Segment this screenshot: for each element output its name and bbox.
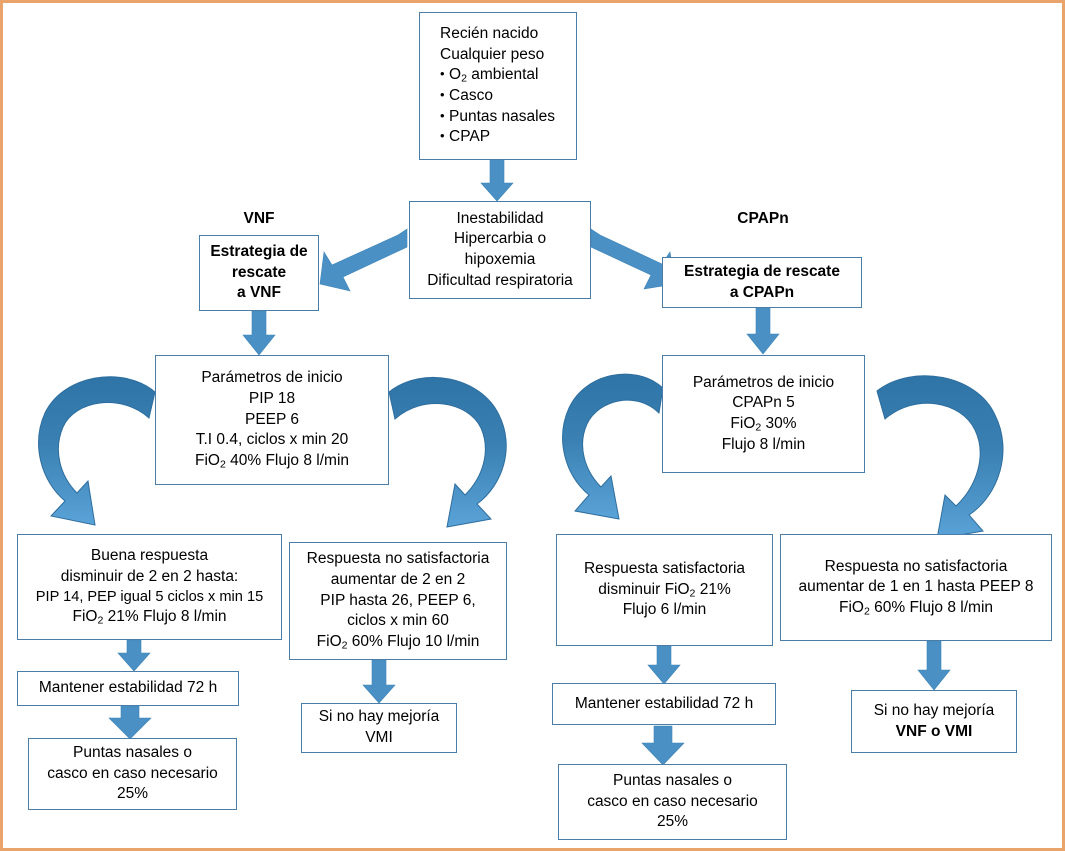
caption-cpapn: CPAPn	[737, 210, 789, 227]
start-bullet-cpap: CPAP	[440, 127, 570, 148]
no-improve-vnf-vmi-line-2: VNF o VMI	[895, 722, 973, 740]
rescue-cpapn-line-1: Estrategia de rescate	[684, 262, 840, 280]
node-bad-response-vnf[interactable]: Respuesta no satisfactoria aumentar de 2…	[289, 542, 507, 660]
good-vnf-line-4: FiO2 21% Flujo 8 l/min	[72, 608, 227, 627]
rescue-cpapn-line-2: a CPAPn	[729, 283, 795, 301]
stability-right-text: Mantener estabilidad 72 h	[574, 694, 754, 712]
arrow-start-to-decision	[480, 158, 514, 202]
arrow-bad-cpapn-to-vnf-vmi	[917, 640, 951, 691]
arrow-curve-params-vnf-to-bad	[388, 376, 507, 528]
params-vnf-line-5: FiO2 40% Flujo 8 l/min	[194, 451, 350, 471]
start-bullet-list: O2 ambiental Casco Puntas nasales CPAP	[426, 65, 570, 147]
bad-vnf-line-4: ciclos x min 60	[347, 612, 449, 630]
decision-line-2: Hipercarbia o	[453, 230, 547, 248]
stability-left-text: Mantener estabilidad 72 h	[38, 679, 218, 697]
params-vnf-line-3: PEEP 6	[244, 410, 299, 428]
node-params-vnf[interactable]: Parámetros de inicio PIP 18 PEEP 6 T.I 0…	[155, 355, 389, 485]
params-cpapn-line-3: FiO2 30%	[730, 415, 797, 434]
good-cpapn-line-3: Flujo 6 l/min	[622, 601, 707, 619]
params-vnf-line-2: PIP 18	[248, 390, 296, 408]
cannula-right-line-1: Puntas nasales o	[613, 772, 732, 790]
node-no-improve-vmi[interactable]: Si no hay mejoría VMI	[301, 703, 457, 753]
node-bad-response-cpapn[interactable]: Respuesta no satisfactoria aumentar de 1…	[780, 534, 1052, 641]
bad-cpapn-line-1: Respuesta no satisfactoria	[824, 557, 1008, 575]
start-bullet-casco: Casco	[440, 86, 570, 107]
good-vnf-line-2: disminuir de 2 en 2 hasta:	[60, 567, 239, 585]
params-cpapn-line-4: Flujo 8 l/min	[721, 435, 806, 453]
arrow-decision-to-vnf	[319, 228, 408, 292]
arrow-curve-params-vnf-to-good	[38, 376, 156, 526]
start-line-2: Cualquier peso	[440, 45, 545, 63]
good-cpapn-line-2: disminuir FiO2 21%	[598, 580, 731, 600]
arrow-vnf-to-params	[242, 310, 276, 356]
caption-vnf: VNF	[243, 210, 275, 227]
good-vnf-line-1: Buena respuesta	[90, 547, 209, 565]
cannula-right-line-2: casco en caso necesario	[587, 792, 758, 810]
node-start[interactable]: Recién nacido Cualquier peso O2 ambienta…	[419, 12, 577, 160]
rescue-vnf-line-2: rescate	[231, 263, 287, 281]
no-improve-vmi-line-2: VMI	[365, 729, 393, 746]
node-cannula-right[interactable]: Puntas nasales o casco en caso necesario…	[558, 764, 787, 840]
cannula-left-line-1: Puntas nasales o	[73, 744, 192, 762]
decision-line-4: Dificultad respiratoria	[427, 271, 573, 289]
start-bullet-o2: O2 ambiental	[440, 65, 570, 86]
start-line-1: Recién nacido	[440, 25, 539, 43]
rescue-vnf-line-3: a VNF	[237, 284, 281, 302]
node-params-cpapn[interactable]: Parámetros de inicio CPAPn 5 FiO2 30% Fl…	[662, 355, 865, 473]
cannula-right-line-3: 25%	[656, 813, 689, 831]
node-good-response-vnf[interactable]: Buena respuesta disminuir de 2 en 2 hast…	[17, 534, 282, 640]
start-bullet-puntas: Puntas nasales	[440, 107, 570, 128]
node-good-response-cpapn[interactable]: Respuesta satisfactoria disminuir FiO2 2…	[556, 534, 773, 646]
bad-vnf-line-3: PIP hasta 26, PEEP 6,	[320, 591, 476, 609]
bad-vnf-line-1: Respuesta no satisfactoria	[306, 550, 490, 568]
rescue-vnf-line-1: Estrategia de	[210, 243, 308, 261]
arrow-bad-vnf-to-vmi	[362, 659, 396, 704]
cannula-left-line-3: 25%	[116, 785, 149, 803]
no-improve-vnf-vmi-line-1: Si no hay mejoría	[873, 701, 995, 719]
params-cpapn-line-2: CPAPn 5	[732, 394, 795, 412]
node-rescue-vnf[interactable]: Estrategia de rescate a VNF	[199, 235, 319, 311]
no-improve-vmi-line-1: Si no hay mejoría	[318, 708, 440, 726]
arrow-good-cpapn-to-stability	[647, 645, 681, 685]
node-cannula-left[interactable]: Puntas nasales o casco en caso necesario…	[28, 738, 237, 810]
decision-line-3: hipoxemia	[464, 251, 536, 268]
arrow-good-vnf-to-stability	[117, 639, 151, 672]
arrow-stability-to-cannula-right	[641, 725, 685, 766]
cannula-left-line-2: casco en caso necesario	[47, 764, 218, 782]
node-no-improve-vnf-vmi[interactable]: Si no hay mejoría VNF o VMI	[851, 690, 1017, 753]
good-vnf-line-3: PIP 14, PEP igual 5 ciclos x min 15	[35, 588, 264, 605]
decision-line-1: Inestabilidad	[456, 209, 544, 227]
bad-vnf-line-5: FiO2 60% Flujo 10 l/min	[316, 632, 480, 652]
bad-vnf-line-2: aumentar de 2 en 2	[330, 571, 466, 589]
node-stability-left[interactable]: Mantener estabilidad 72 h	[17, 671, 239, 706]
params-vnf-line-4: T.I 0.4, ciclos x min 20	[195, 431, 349, 449]
arrow-cpapn-to-params	[746, 307, 780, 355]
node-rescue-cpapn[interactable]: Estrategia de rescate a CPAPn	[662, 257, 862, 308]
arrow-curve-params-cpapn-to-bad	[876, 375, 1004, 540]
node-stability-right[interactable]: Mantener estabilidad 72 h	[552, 683, 776, 725]
bad-cpapn-line-2: aumentar de 1 en 1 hasta PEEP 8	[798, 578, 1034, 596]
good-cpapn-line-1: Respuesta satisfactoria	[583, 560, 746, 578]
bad-cpapn-line-3: FiO2 60% Flujo 8 l/min	[838, 598, 994, 618]
node-decision[interactable]: Inestabilidad Hipercarbia o hipoxemia Di…	[409, 201, 591, 299]
arrow-curve-params-cpapn-to-good	[562, 373, 664, 520]
params-cpapn-line-1: Parámetros de inicio	[692, 373, 835, 391]
arrow-stability-to-cannula-left	[108, 705, 152, 740]
params-vnf-line-1: Parámetros de inicio	[201, 369, 343, 387]
